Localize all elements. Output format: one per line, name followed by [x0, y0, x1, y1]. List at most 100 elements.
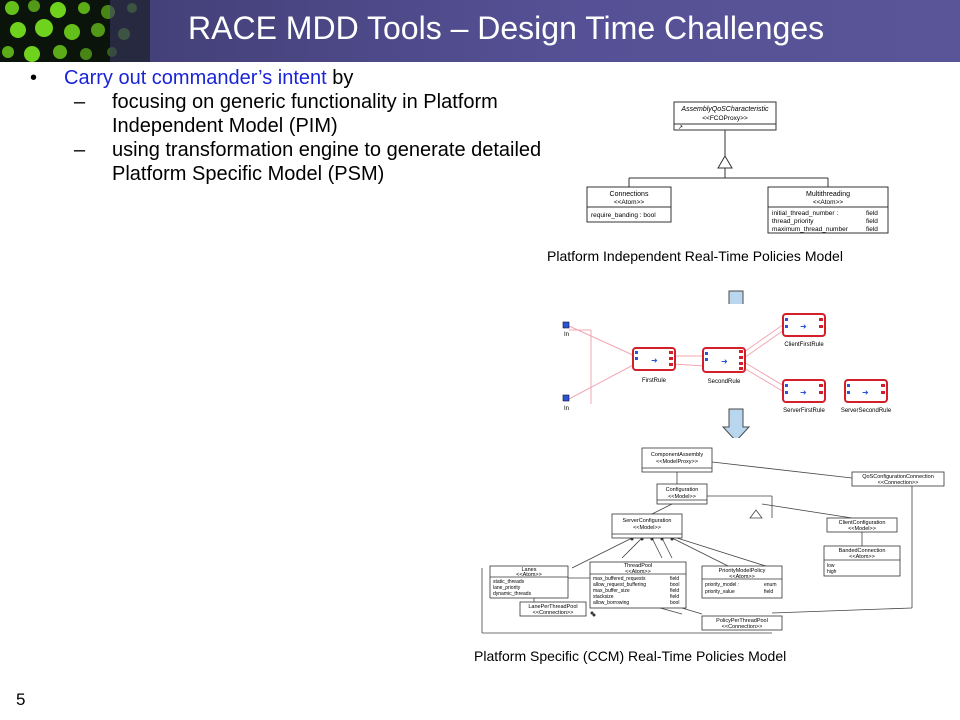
- pim-right-type-2: field: [866, 218, 878, 225]
- psm-pptp-stereo: <<Connection>>: [722, 624, 763, 630]
- pim-root-name: AssemblyQoSCharacteristic: [680, 106, 769, 113]
- psm-qos-stereo: <<Connection>>: [878, 480, 919, 486]
- pim-right-attr-2: thread_priority: [772, 218, 814, 225]
- in-port-icon-1: [562, 321, 570, 329]
- psm-banded-stereo: <<Atom>>: [849, 554, 875, 560]
- pim-left-name: Connections: [610, 191, 649, 198]
- psm-tp-attr-3: max_buffer_size: [593, 588, 630, 594]
- psm-tp-stereo: <<Atom>>: [625, 569, 651, 575]
- pim-root-stereo: <<FCOProxy>>: [702, 115, 748, 122]
- psm-lanes-stereo: <<Atom>>: [516, 572, 542, 578]
- rule-server-second: ➜: [844, 379, 888, 403]
- psm-server-name: ServerConfiguration: [623, 518, 672, 524]
- psm-config-stereo: <<Model>>: [668, 494, 696, 500]
- svg-text:➜: ➜: [800, 388, 807, 397]
- psm-server-config-box: [611, 513, 683, 539]
- psm-lptp-stereo: <<Connection>>: [533, 610, 574, 616]
- psm-diagram: ComponentAssembly <<ModelProxy>> QoSConf…: [472, 438, 952, 640]
- pim-right-attr-3: maximum_thread_number: [772, 226, 849, 233]
- psm-client-name: ClientConfiguration: [839, 520, 886, 526]
- pim-caption: Platform Independent Real-Time Policies …: [547, 248, 843, 264]
- psm-ca-name: ComponentAssembly: [651, 452, 704, 458]
- pim-right-type-3: field: [866, 226, 878, 233]
- in-port-icon-2: [562, 394, 570, 402]
- psm-priority-policy-box: [701, 565, 783, 599]
- psm-pmp-stereo: <<Atom>>: [729, 574, 755, 580]
- psm-tp-type-1: field: [670, 576, 679, 582]
- generalization-triangle-icon: [749, 509, 763, 519]
- psm-lptp-name: LanePerThreadPool: [528, 604, 577, 610]
- psm-policy-per-tp-box: [701, 615, 783, 631]
- sub-bullet-1: –focusing on generic functionality in Pl…: [24, 90, 544, 138]
- main-bullet: • Carry out commander’s intent by: [24, 66, 544, 90]
- psm-pmp-name: PriorityModelPolicy: [719, 568, 766, 574]
- highlight-text: Carry out commander’s intent: [64, 67, 327, 89]
- psm-pmp-type-1: enum: [764, 582, 777, 588]
- psm-tp-attr-1: max_buffered_requests: [593, 576, 646, 582]
- psm-pptp-name: PolicyPerThreadPool: [716, 618, 768, 624]
- psm-tp-type-3: field: [670, 588, 679, 594]
- psm-tp-type-2: bool: [670, 582, 679, 588]
- sub-bullet-2: – using transformation engine to generate…: [24, 138, 544, 186]
- psm-caption: Platform Specific (CCM) Real-Time Polici…: [474, 648, 787, 664]
- psm-client-stereo: <<Model>>: [848, 526, 876, 532]
- rule-first: ➜: [632, 347, 676, 371]
- psm-ca-stereo: <<ModelProxy>>: [656, 459, 698, 465]
- in-label-2: In: [564, 406, 569, 412]
- pim-right-type-1: field: [866, 210, 878, 217]
- pim-left-stereo: <<Atom>>: [614, 199, 645, 206]
- svg-text:➜: ➜: [651, 356, 658, 365]
- psm-banded-attr-1: low: [827, 563, 835, 569]
- in-label-1: In: [564, 332, 569, 338]
- psm-pmp-attr-2: priority_value: [705, 589, 735, 595]
- rule-label-server-first: ServerFirstRule: [783, 408, 825, 414]
- sub-bullet-2-text: using transformation engine to generate …: [112, 139, 542, 185]
- pim-root-marker: ↗: [678, 125, 683, 131]
- main-bullet-rest: by: [326, 67, 354, 89]
- psm-lanes-attr-2: lane_priority: [493, 585, 521, 591]
- psm-server-stereo: <<Model>>: [633, 525, 661, 531]
- psm-client-config-box: [826, 517, 898, 533]
- pim-left-attr: require_banding : bool: [591, 212, 656, 219]
- rule-label-server-second: ServerSecondRule: [841, 408, 892, 414]
- psm-banded-name: BandedConnection: [839, 548, 886, 554]
- dash-marker: –: [74, 139, 86, 161]
- svg-text:➜: ➜: [721, 357, 728, 366]
- pim-right-name: Multithreading: [806, 191, 850, 198]
- bullet-list: •Carry out commander’s intent by –focusi…: [24, 66, 544, 186]
- pim-right-stereo: <<Atom>>: [813, 199, 844, 206]
- decorative-logo-image: [0, 0, 150, 62]
- psm-lanes-box: [489, 565, 569, 599]
- psm-configuration-box: [656, 483, 708, 505]
- psm-pmp-attr-1: priority_model :: [705, 582, 739, 588]
- psm-thread-pool-box: [589, 561, 687, 609]
- psm-tp-type-5: bool: [670, 600, 679, 606]
- psm-banded-connection-box: [823, 545, 901, 577]
- pim-right-attr-1: initial_thread_number :: [772, 210, 838, 217]
- transformation-diagram: In In ➜ FirstRule ➜ SecondRule ➜ ClientF…: [551, 304, 899, 422]
- rule-second: ➜: [702, 347, 746, 373]
- psm-tp-attr-5: allow_borrowing: [593, 600, 629, 606]
- psm-banded-attr-2: high: [827, 569, 837, 575]
- rule-server-first: ➜: [782, 379, 826, 403]
- psm-lanes-attr-1: static_threads: [493, 579, 525, 585]
- svg-text:➜: ➜: [862, 388, 869, 397]
- rule-label-client-first: ClientFirstRule: [784, 342, 824, 348]
- sub-bullet-1-text: focusing on generic functionality in Pla…: [112, 91, 498, 137]
- psm-component-assembly-box: [641, 447, 713, 473]
- down-arrow-icon: [721, 408, 751, 442]
- psm-config-name: Configuration: [666, 487, 699, 493]
- psm-lanes-attr-3: dynamic_threads: [493, 591, 532, 597]
- rule-client-first: ➜: [782, 313, 826, 337]
- slide-title: RACE MDD Tools – Design Time Challenges: [188, 10, 825, 46]
- title-bar: RACE MDD Tools – Design Time Challenges: [0, 0, 960, 62]
- psm-tp-name: ThreadPool: [624, 563, 652, 569]
- psm-qos-name: QoSConfigurationConnection: [862, 474, 934, 480]
- rule-label-second: SecondRule: [708, 379, 741, 385]
- pim-diagram: AssemblyQoSCharacteristic <<FCOProxy>> ↗…: [544, 68, 896, 242]
- bullet-dot: •: [30, 67, 38, 89]
- psm-lane-per-tp-box: [519, 601, 587, 617]
- rule-label-first: FirstRule: [642, 378, 667, 384]
- psm-lanes-name: Lanes: [522, 567, 537, 573]
- psm-tp-type-4: field: [670, 594, 679, 600]
